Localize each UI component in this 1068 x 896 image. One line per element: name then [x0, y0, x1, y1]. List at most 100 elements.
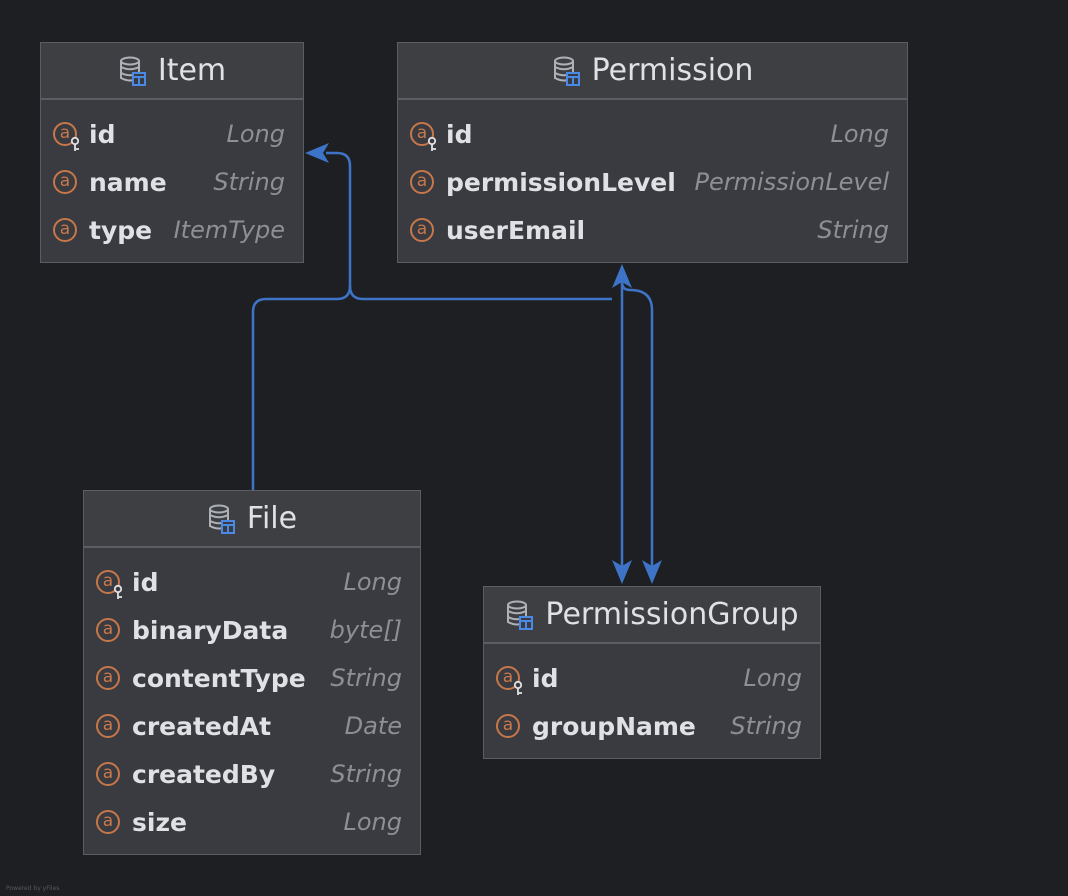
- attribute-icon-glyph: a: [502, 667, 514, 687]
- attribute-type: String: [817, 216, 889, 244]
- entity-header: Permission: [398, 43, 907, 100]
- attribute-icon-glyph: a: [102, 619, 114, 639]
- attribute-type: String: [730, 712, 802, 740]
- edge-file-to-item: [251, 151, 352, 490]
- attribute-type: Long: [743, 664, 803, 692]
- edge-permission-to-item: [348, 285, 612, 301]
- attribute-icon: a: [496, 714, 520, 738]
- attribute-icon: a: [96, 618, 120, 642]
- attribute-icon: a: [96, 762, 120, 786]
- attribute-icon: a: [410, 218, 434, 242]
- attribute-name: userEmail: [446, 215, 586, 245]
- entity-title: File: [246, 501, 298, 536]
- primary-key-attribute-icon: a: [496, 666, 523, 695]
- attribute-icon: a: [96, 714, 120, 738]
- attribute-name: id: [446, 119, 473, 149]
- attribute-name: name: [89, 167, 167, 197]
- entity-title: Permission: [591, 53, 754, 88]
- attribute-name: binaryData: [132, 615, 289, 645]
- attribute-icon-glyph: a: [59, 123, 71, 143]
- entity-header: Item: [41, 43, 303, 100]
- attribute-row[interactable]: a createdAt Date: [84, 702, 420, 750]
- attribute-type: String: [330, 664, 402, 692]
- arrowhead-permissiongroup-b: [642, 560, 662, 584]
- database-table-icon: [207, 504, 235, 534]
- edge-permissiongroup-to-permission: [620, 281, 654, 570]
- attribute-row[interactable]: a binaryData byte[]: [84, 606, 420, 654]
- attribute-type: Long: [830, 120, 890, 148]
- attribute-icon-glyph: a: [59, 171, 71, 191]
- attribute-name: groupName: [532, 711, 696, 741]
- attribute-icon-glyph: a: [416, 171, 428, 191]
- attribute-icon-glyph: a: [59, 219, 71, 239]
- primary-key-attribute-icon: a: [53, 122, 80, 151]
- attribute-icon-glyph: a: [102, 811, 114, 831]
- attribute-name: id: [132, 567, 159, 597]
- attribute-icon: a: [96, 666, 120, 690]
- attribute-name: id: [89, 119, 116, 149]
- attribute-row[interactable]: a permissionLevel PermissionLevel: [398, 158, 907, 206]
- attribute-icon-glyph: a: [102, 667, 114, 687]
- attribute-type: String: [213, 168, 285, 196]
- attribute-type: ItemType: [173, 216, 285, 244]
- attribute-icon-glyph: a: [102, 763, 114, 783]
- arrowhead-item: [305, 143, 329, 163]
- attribute-type: Long: [343, 568, 403, 596]
- entity-header: PermissionGroup: [484, 587, 820, 644]
- attribute-type: Date: [344, 712, 402, 740]
- primary-key-attribute-icon: a: [96, 570, 123, 599]
- attribute-name: type: [89, 215, 153, 245]
- attribute-icon: a: [53, 218, 77, 242]
- attribute-row[interactable]: a userEmail String: [398, 206, 907, 254]
- attribute-icon-glyph: a: [416, 123, 428, 143]
- attribute-type: String: [330, 760, 402, 788]
- attribute-row[interactable]: a contentType String: [84, 654, 420, 702]
- attribute-type: byte[]: [329, 616, 402, 644]
- attribute-name: id: [532, 663, 559, 693]
- attribute-icon-glyph: a: [416, 219, 428, 239]
- attribute-type: Long: [226, 120, 286, 148]
- entity-title: PermissionGroup: [545, 597, 799, 632]
- attribute-name: permissionLevel: [446, 167, 676, 197]
- attribute-icon-glyph: a: [502, 715, 514, 735]
- attribute-icon-glyph: a: [102, 571, 114, 591]
- attribute-row[interactable]: a groupName String: [484, 702, 820, 750]
- arrowhead-permission: [612, 264, 632, 288]
- arrowhead-permissiongroup-a: [612, 560, 632, 584]
- attribute-icon-glyph: a: [102, 715, 114, 735]
- attribute-icon: a: [96, 810, 120, 834]
- entity-title: Item: [157, 53, 227, 88]
- database-table-icon: [118, 56, 146, 86]
- attribute-icon: a: [410, 170, 434, 194]
- attribute-type: Long: [343, 808, 403, 836]
- attribute-name: createdAt: [132, 711, 272, 741]
- attribute-row[interactable]: a createdBy String: [84, 750, 420, 798]
- attribute-name: contentType: [132, 663, 306, 693]
- entity-header: File: [84, 491, 420, 548]
- database-table-icon: [505, 600, 534, 630]
- attribute-name: createdBy: [132, 759, 276, 789]
- attribute-type: PermissionLevel: [694, 168, 890, 196]
- footer-note: Powered by yFiles: [6, 885, 60, 892]
- attribute-name: size: [132, 807, 187, 837]
- attribute-icon: a: [53, 170, 77, 194]
- database-table-icon: [552, 56, 580, 86]
- primary-key-attribute-icon: a: [410, 122, 437, 151]
